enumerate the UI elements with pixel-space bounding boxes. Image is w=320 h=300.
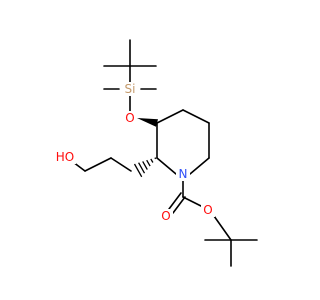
bond-chain-3-4 [84,157,112,172]
atom-silicon: Si [125,82,136,96]
bond-carbonyl-ester-o [182,196,202,207]
atom-ring-nitrogen: N [179,167,188,181]
bond-o-c3-wedge [137,118,158,127]
structure-svg: Si O HO N O O [54,39,258,267]
bond-c3-c4 [156,109,184,124]
atom-hydroxyl: HO [56,150,74,164]
bond-c4-c5 [182,109,210,124]
bond-c2-chain-hash [133,157,157,178]
atom-carbonyl-oxygen: O [161,209,170,223]
atom-silyl-oxygen: O [125,111,134,125]
atom-ester-oxygen: O [203,203,212,217]
bond-chain-2-3 [110,157,132,172]
molecule-diagram: Si O HO N O O [54,39,258,267]
bond-n-c2 [156,157,177,175]
bond-carbonyl-double-b [168,192,182,210]
bond-carbonyl-double-a [172,196,186,214]
bond-ester-o-tbu [213,215,232,241]
bond-c6-n [189,157,210,175]
